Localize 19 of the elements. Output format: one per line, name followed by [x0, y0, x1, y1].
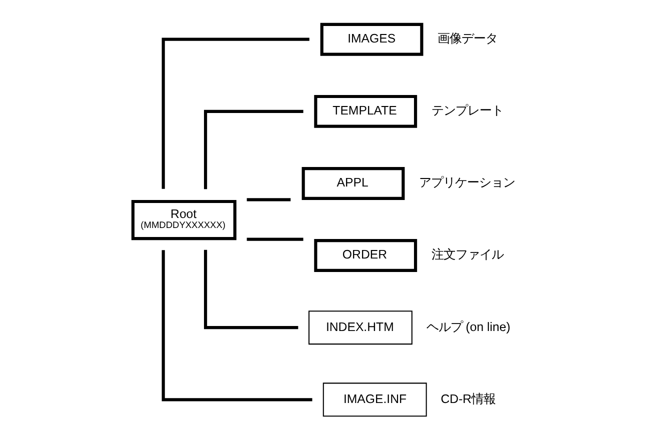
node-label: 注文ファイル [430, 248, 503, 262]
connector [246, 238, 303, 241]
node-box: IMAGES [320, 22, 423, 56]
node-box: Root (MMDDDYXXXXXX) [130, 200, 236, 240]
node-label: CD-R情報 [440, 392, 496, 406]
connector [203, 250, 298, 330]
node-box: APPL [301, 167, 404, 200]
connector [203, 110, 303, 190]
node-box: TEMPLATE [314, 94, 417, 128]
connector [246, 198, 290, 202]
node-label: 画像データ [437, 32, 498, 46]
node-box: INDEX.HTM [308, 310, 412, 345]
connector [161, 38, 309, 189]
node-box: ORDER [314, 239, 417, 272]
connector [161, 250, 312, 402]
node-label: アプリケーション [418, 176, 515, 190]
node-label: テンプレート [430, 104, 503, 118]
node-box: IMAGE.INF [322, 382, 426, 417]
node-label: ヘルプ (on line) [426, 320, 510, 334]
